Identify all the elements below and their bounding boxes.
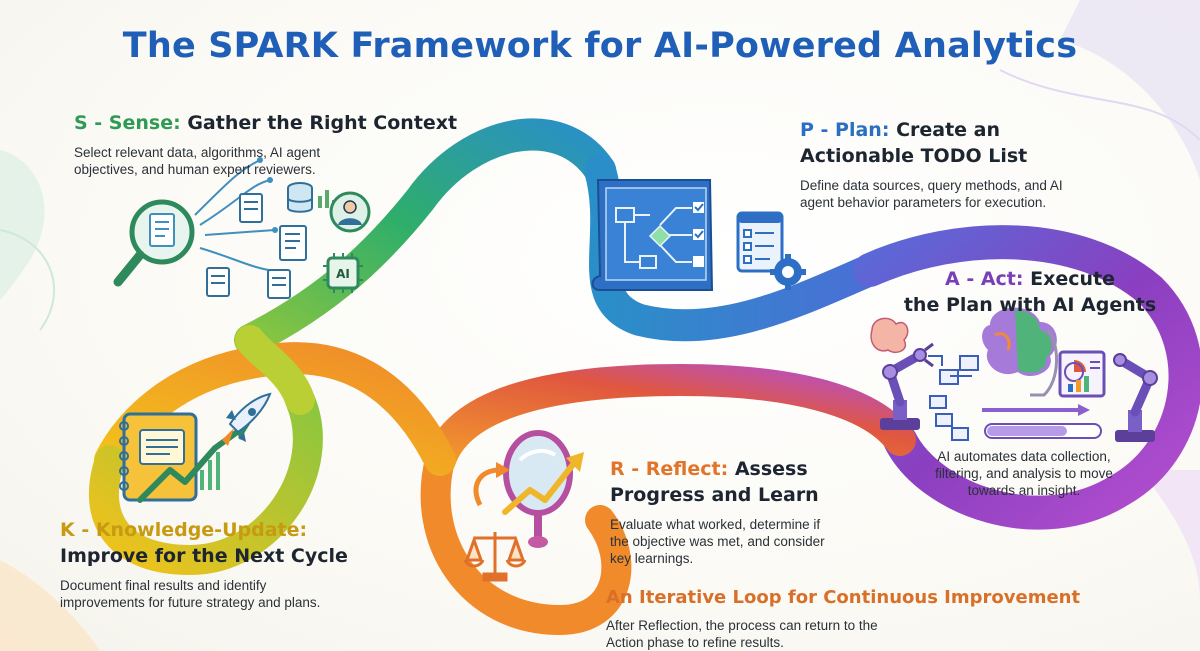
person-icon xyxy=(329,191,371,233)
brain-icon xyxy=(870,307,1059,397)
sense-icons: AI xyxy=(113,157,371,299)
ai-chip-label: AI xyxy=(336,267,350,281)
act-heading: A - Act: Execute the Plan with AI Agents xyxy=(880,266,1180,318)
act-prefix: A - Act: xyxy=(945,268,1024,290)
act-desc-line-2: filtering, and analysis to move xyxy=(935,466,1113,481)
growth-arrow-reflect-icon xyxy=(473,452,584,515)
checklist-gear-icon xyxy=(736,211,806,290)
loop-description: After Reflection, the process can return… xyxy=(606,617,1126,651)
act-desc-line-3: towards an insight. xyxy=(967,483,1081,498)
mirror-icon xyxy=(503,430,573,548)
loop-desc-line-1: After Reflection, the process can return… xyxy=(606,618,878,633)
plan-prefix: P - Plan: xyxy=(800,119,890,141)
reflect-prefix: R - Reflect: xyxy=(610,458,729,480)
workflow-steps-icon xyxy=(928,355,972,441)
section-knowledge-update: K - Knowledge-Update: Improve for the Nex… xyxy=(60,517,400,611)
loop-desc-line-2: Action phase to refine results. xyxy=(606,635,784,650)
balance-scale-icon xyxy=(463,532,527,582)
plan-title-line-2: Actionable TODO List xyxy=(800,145,1028,167)
act-icons xyxy=(870,307,1158,442)
knowledge-heading: K - Knowledge-Update: Improve for the Nex… xyxy=(60,517,400,569)
notebook-icon xyxy=(119,412,198,502)
loop-heading: An Iterative Loop for Continuous Improve… xyxy=(606,587,1081,608)
sense-prefix: S - Sense: xyxy=(74,112,181,134)
act-title-line-2: the Plan with AI Agents xyxy=(903,294,1157,316)
document-icon xyxy=(206,193,307,299)
magnifier-icon xyxy=(113,199,195,287)
sense-description: Select relevant data, algorithms, AI age… xyxy=(74,144,494,178)
flowchart-blueprint-icon xyxy=(591,179,714,291)
sense-heading: S - Sense: Gather the Right Context xyxy=(74,110,494,136)
reflect-desc-line-2: the objective was met, and consider xyxy=(610,534,825,549)
knowledge-description: Document final results and identify impro… xyxy=(60,577,400,611)
reflect-description: Evaluate what worked, determine if the ob… xyxy=(610,516,910,567)
plan-desc-line-1: Define data sources, query methods, and … xyxy=(800,178,1063,193)
section-sense: S - Sense: Gather the Right Context Sele… xyxy=(74,110,494,178)
act-desc-line-1: AI automates data collection, xyxy=(937,449,1111,464)
rocket-icon xyxy=(222,392,272,446)
robot-arm-right-icon xyxy=(1113,353,1158,442)
workflow-box-icon xyxy=(959,355,979,371)
plan-desc-line-2: agent behavior parameters for execution. xyxy=(800,195,1047,210)
reflect-desc-line-3: key learnings. xyxy=(610,551,694,566)
section-iterative-loop: An Iterative Loop for Continuous Improve… xyxy=(606,585,1126,651)
reflect-desc-line-1: Evaluate what worked, determine if xyxy=(610,517,821,532)
plan-description: Define data sources, query methods, and … xyxy=(800,177,1140,211)
knowledge-prefix: K - Knowledge-Update: xyxy=(60,519,308,541)
knowledge-desc-line-1: Document final results and identify xyxy=(60,578,267,593)
sense-title: Gather the Right Context xyxy=(187,112,458,134)
plan-title-line-1: Create an xyxy=(896,119,1001,141)
knowledge-desc-line-2: improvements for future strategy and pla… xyxy=(60,595,321,610)
act-title-line-1: Execute xyxy=(1030,268,1115,290)
act-description: AI automates data collection, filtering, … xyxy=(874,448,1174,499)
robot-arm-icon xyxy=(880,342,934,430)
knowledge-title-line-2: Improve for the Next Cycle xyxy=(60,545,348,567)
database-icon xyxy=(287,182,313,213)
sense-desc-line-2: objectives, and human expert reviewers. xyxy=(74,162,316,177)
reflect-title-line-2: Progress and Learn xyxy=(610,484,819,506)
page-title: The SPARK Framework for AI-Powered Analy… xyxy=(122,26,1078,66)
dashboard-icon xyxy=(1058,350,1106,398)
reflect-title-line-1: Assess xyxy=(734,458,808,480)
ai-chip-icon: AI xyxy=(323,253,363,293)
plan-heading: P - Plan: Create an Actionable TODO List xyxy=(800,117,1140,169)
sense-desc-line-1: Select relevant data, algorithms, AI age… xyxy=(74,145,321,160)
